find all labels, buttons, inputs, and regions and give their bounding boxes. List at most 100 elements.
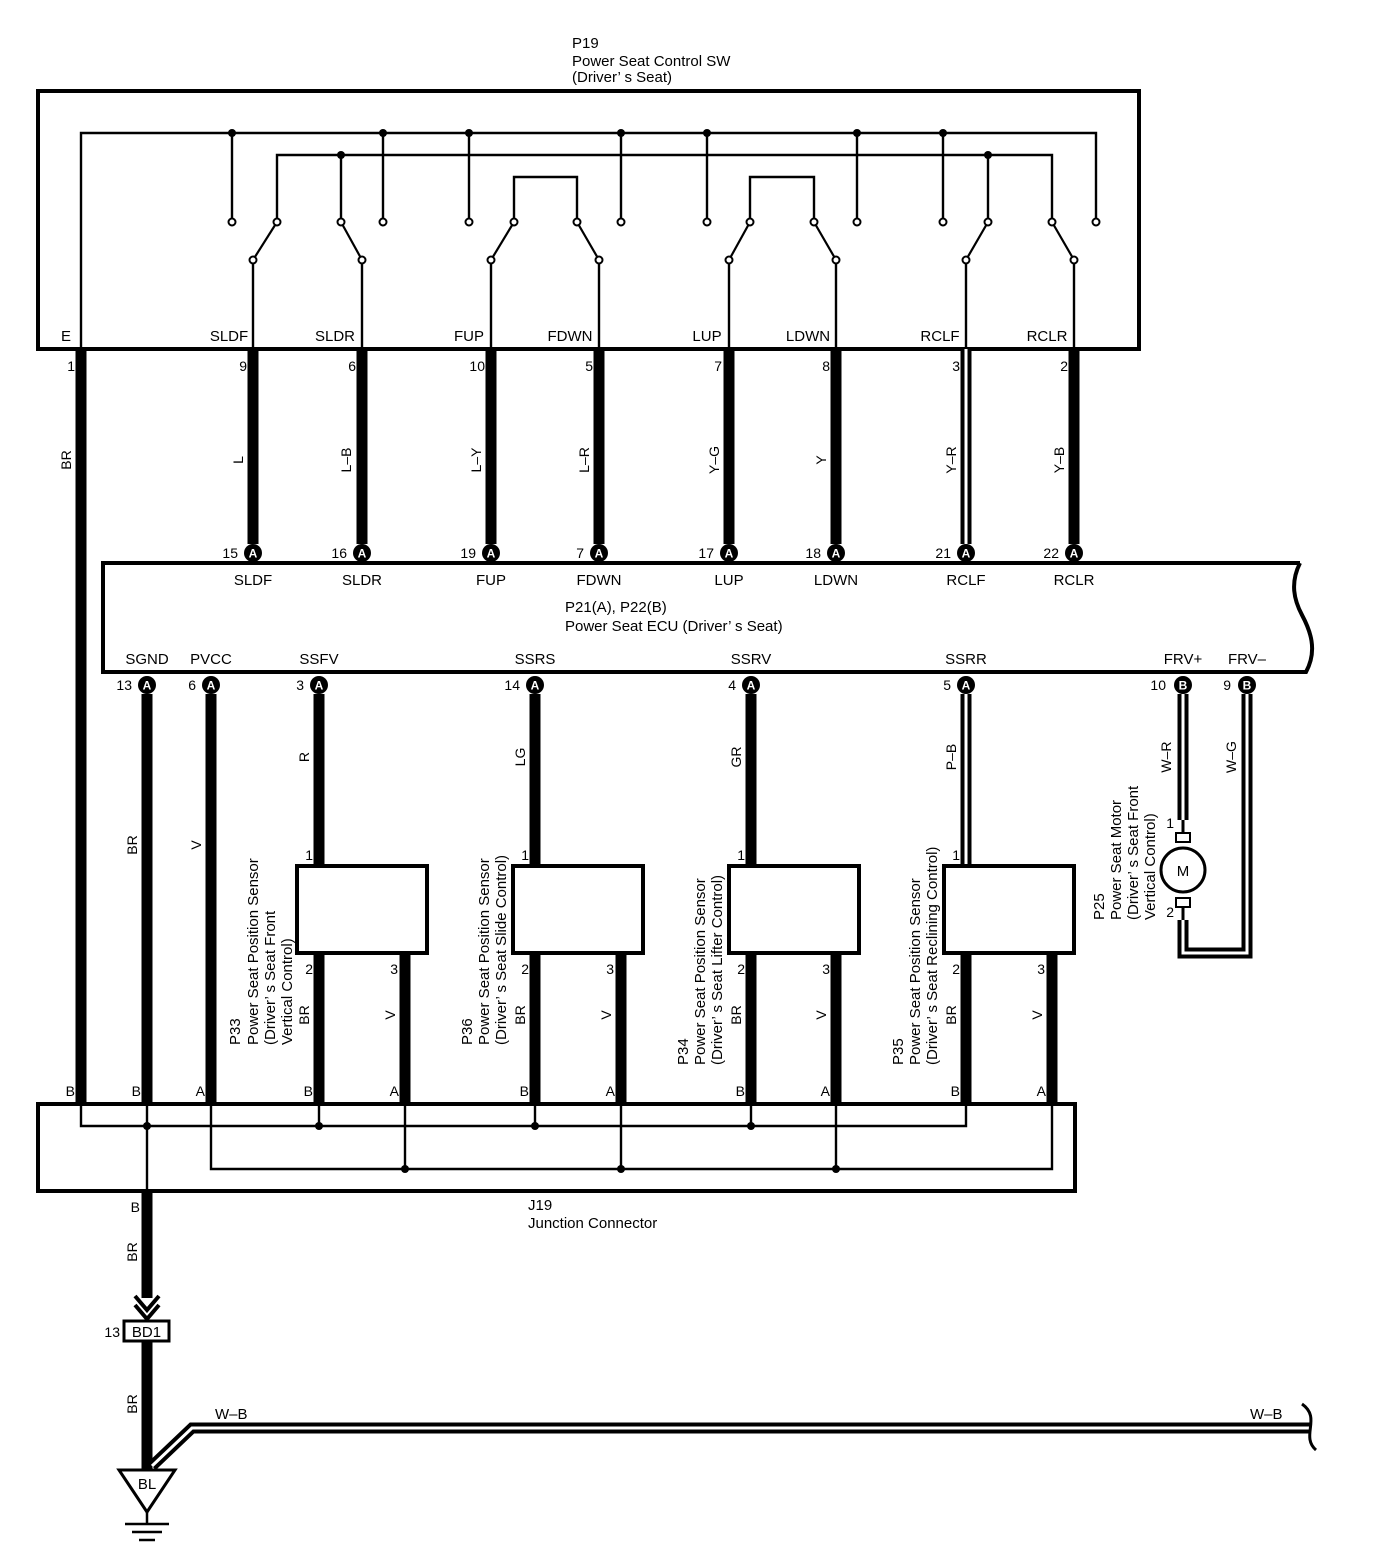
ecu-pin-label: SSRR [945,651,987,668]
svg-text:1: 1 [737,847,745,863]
switch-front-up [464,217,519,349]
switch-pin-label: LUP [692,328,721,345]
switch-bridge-front [512,175,579,222]
svg-text:1: 1 [952,847,960,863]
motor-symbol [1159,846,1207,894]
switch-slide-rear [336,217,388,349]
ecu-top-pin: 17 A LUP [698,544,744,589]
svg-text:3: 3 [606,961,614,977]
svg-text:A: A [962,547,971,561]
switch-recline-rear [1047,217,1101,349]
wire-color-label: W–B [1250,1406,1283,1423]
junction-dots [143,1122,840,1173]
motor-detail: Vertical Control) [1142,813,1159,920]
ecu-bottom-pin: 3 A [296,676,328,694]
switch-recline-front [938,217,993,349]
svg-text:A: A [1070,547,1079,561]
sensor-box [511,864,645,955]
ecu-pin-label: SSFV [299,651,338,668]
connector-arrow-icon [133,1294,161,1314]
switch-box-outline [36,89,1141,351]
sensor-code: P35 [890,1038,907,1065]
svg-text:A: A [595,547,604,561]
svg-text:A: A [249,547,258,561]
sensor-detail: (Driver’ s Seat Reclining Control) [924,847,941,1065]
switch-lifter-up [702,217,755,349]
junction-box-outline [36,1102,1077,1193]
motor-name: Power Seat Motor [1108,800,1125,920]
svg-text:SLDF: SLDF [234,572,272,589]
ecu-wire-color-labels: BR V R LG GR P–B W–R W–G [124,741,1239,855]
svg-text:A: A [725,547,734,561]
power-seat-ecu: P21(A), P22(B) Power Seat ECU (Driver’ s… [101,561,1315,674]
svg-text:A: A [390,1083,400,1099]
ecu-bottom-pin: 9 B [1223,676,1256,694]
wire-color-label: Y–G [706,446,722,474]
wire-color-label: W–G [1223,741,1239,773]
svg-text:BR: BR [512,1005,528,1024]
sensor-p35: 1 2 3 BR V P35 Power Seat Position Senso… [890,847,1076,1104]
switch-pin-number: 1 [67,358,75,374]
wire-color-label: W–B [215,1406,248,1423]
svg-text:B: B [1243,679,1252,693]
wire-color-label: LG [512,748,528,767]
switch-pin-number: 3 [952,358,960,374]
junction-connector-j19: B B A B A B A B A B A J19 Junction Conne… [36,1083,1077,1232]
sensor-detail: (Driver’ s Seat Lifter Control) [709,875,726,1065]
switch-contacts [227,217,1101,349]
switch-pin-label: SLDF [210,328,248,345]
ecu-top-connectors: 15 A SLDF 16 A SLDR 19 A FUP 7 A FDWN 17… [222,544,1095,589]
svg-text:B: B [132,1083,141,1099]
ecu-pin-label: SSRS [515,651,556,668]
svg-text:19: 19 [460,545,476,561]
junction-bottom-pin: B [131,1199,140,1215]
switch-pin-number: 10 [469,358,485,374]
switch-pin-label: E [61,328,71,345]
wire-color-label: L [230,456,246,464]
svg-text:2: 2 [952,961,960,977]
sensor-box [727,864,861,955]
svg-text:BR: BR [943,1005,959,1024]
svg-text:B: B [951,1083,960,1099]
svg-text:2: 2 [737,961,745,977]
svg-text:21: 21 [935,545,951,561]
svg-text:6: 6 [188,677,196,693]
svg-text:RCLF: RCLF [946,572,985,589]
switch-drops [230,133,990,222]
junction-bus-b [79,1104,968,1128]
wire-color-label: Y–B [1051,447,1067,473]
wire-color-label: L–B [338,448,354,473]
wire-color-label: BR [124,835,140,854]
sensor-detail: (Driver’ s Seat Front [262,910,279,1045]
junction-code: J19 [528,1197,552,1214]
switch-pin-label: RCLF [920,328,959,345]
ecu-pin-label: SGND [125,651,169,668]
switch-bus-supply [275,153,1054,222]
svg-text:1: 1 [1166,815,1174,831]
svg-text:B: B [66,1083,75,1099]
svg-text:RCLR: RCLR [1054,572,1095,589]
svg-text:2: 2 [1166,904,1174,920]
sensor-name: Power Seat Position Sensor [907,878,924,1065]
svg-text:A: A [487,547,496,561]
svg-text:V: V [382,1010,398,1020]
svg-text:17: 17 [698,545,714,561]
switch-name: Power Seat Control SW [572,53,731,70]
svg-text:A: A [315,679,324,693]
sensor-code: P36 [459,1018,476,1045]
ecu-code: P21(A), P22(B) [565,599,667,616]
svg-text:1: 1 [305,847,313,863]
ecu-top-pin: 22 A RCLR [1043,544,1095,589]
svg-text:3: 3 [1037,961,1045,977]
wire-color-label: GR [728,747,744,768]
ecu-pin-label: PVCC [190,651,232,668]
svg-text:16: 16 [331,545,347,561]
svg-text:18: 18 [805,545,821,561]
svg-text:3: 3 [822,961,830,977]
ecu-to-sensor-wires [141,694,972,1104]
wire-break-mark [1301,1402,1318,1452]
junction-name: Junction Connector [528,1215,657,1232]
switch-pin-number: 6 [348,358,356,374]
sensor-name: Power Seat Position Sensor [245,858,262,1045]
svg-text:B: B [1179,679,1188,693]
